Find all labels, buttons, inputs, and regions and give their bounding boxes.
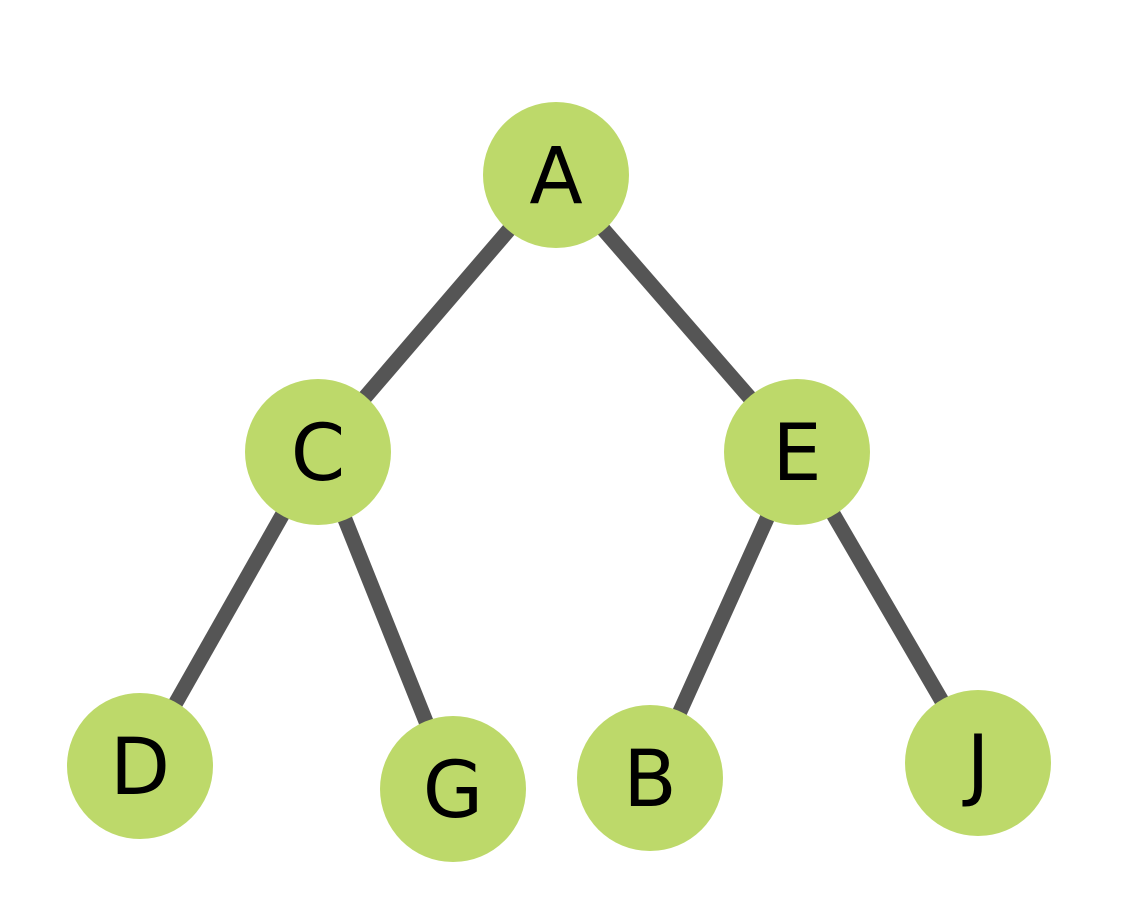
tree-node-A: [483, 102, 629, 248]
tree-node-C: [245, 379, 391, 525]
tree-node-D: [67, 693, 213, 839]
nodes-layer: [67, 102, 1051, 862]
tree-node-B: [577, 705, 723, 851]
tree-node-G: [380, 716, 526, 862]
tree-node-E: [724, 379, 870, 525]
tree-node-J: [905, 690, 1051, 836]
